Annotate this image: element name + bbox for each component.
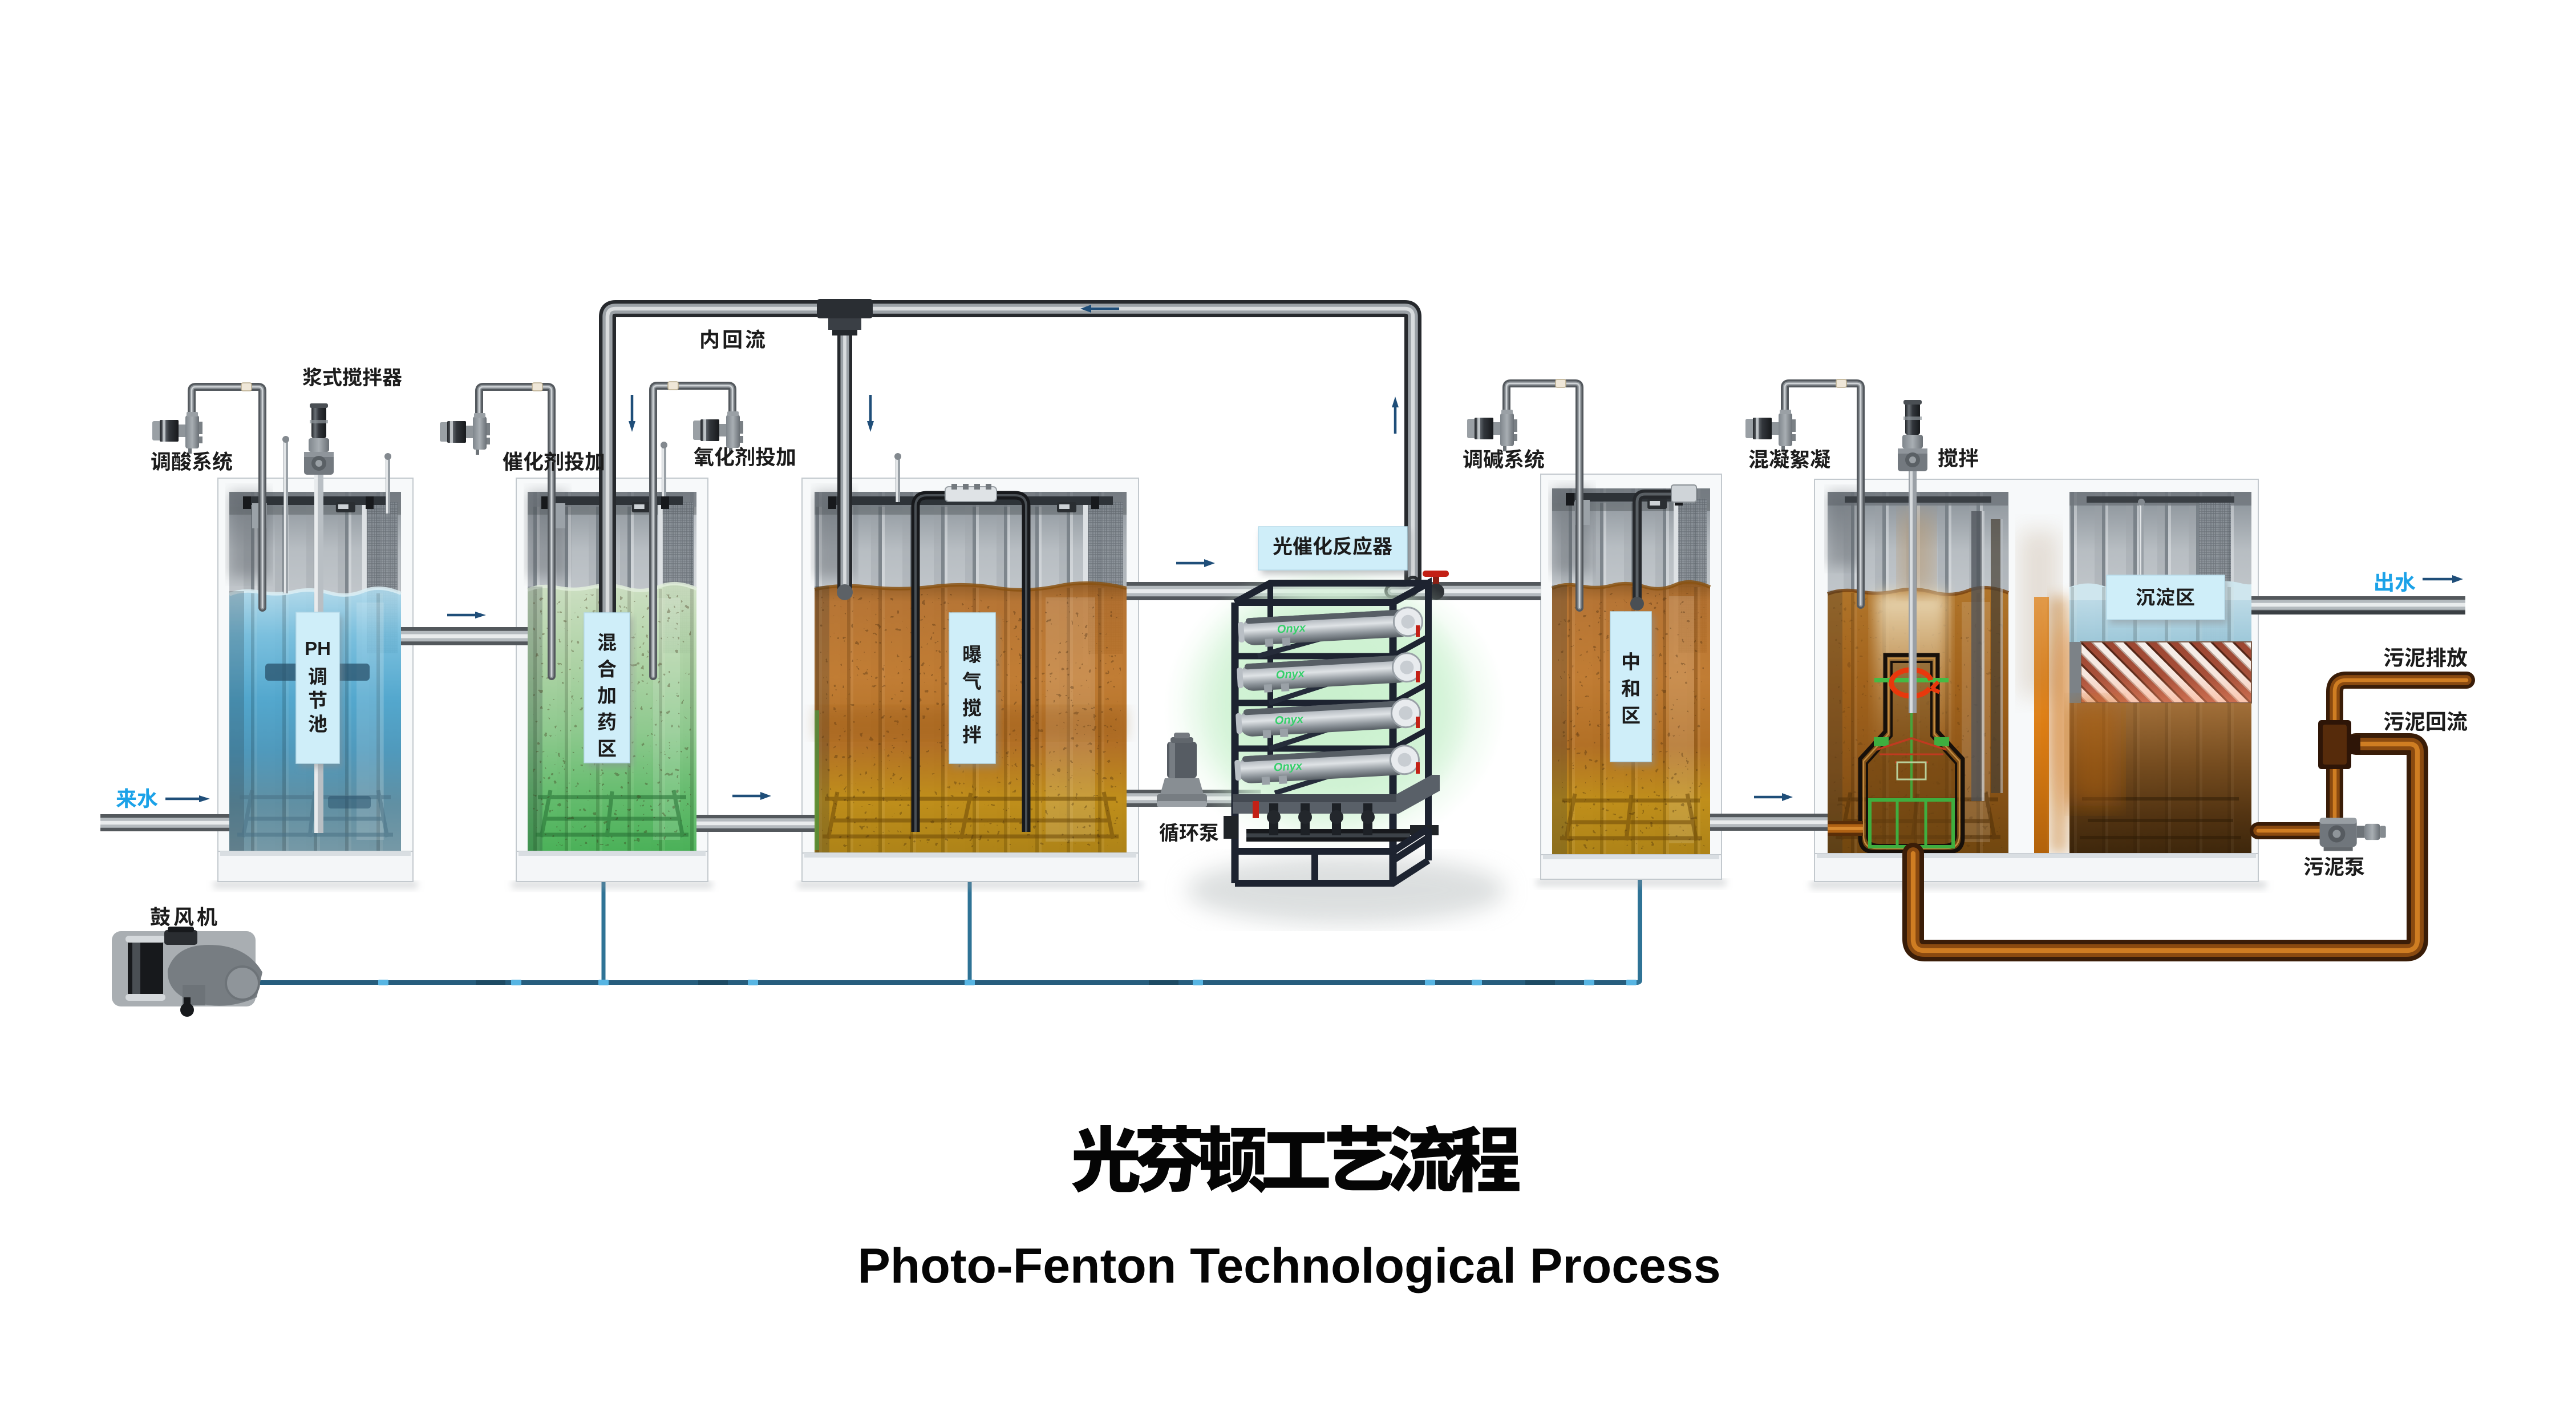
svg-text:Onyx: Onyx <box>1273 760 1303 774</box>
svg-text:Onyx: Onyx <box>1277 622 1306 636</box>
svg-text:PH: PH <box>305 638 331 659</box>
svg-text:Photo-Fenton Technological Pro: Photo-Fenton Technological Process <box>857 1239 1720 1293</box>
svg-text:Onyx: Onyx <box>1275 668 1305 682</box>
svg-text:Onyx: Onyx <box>1274 713 1304 727</box>
